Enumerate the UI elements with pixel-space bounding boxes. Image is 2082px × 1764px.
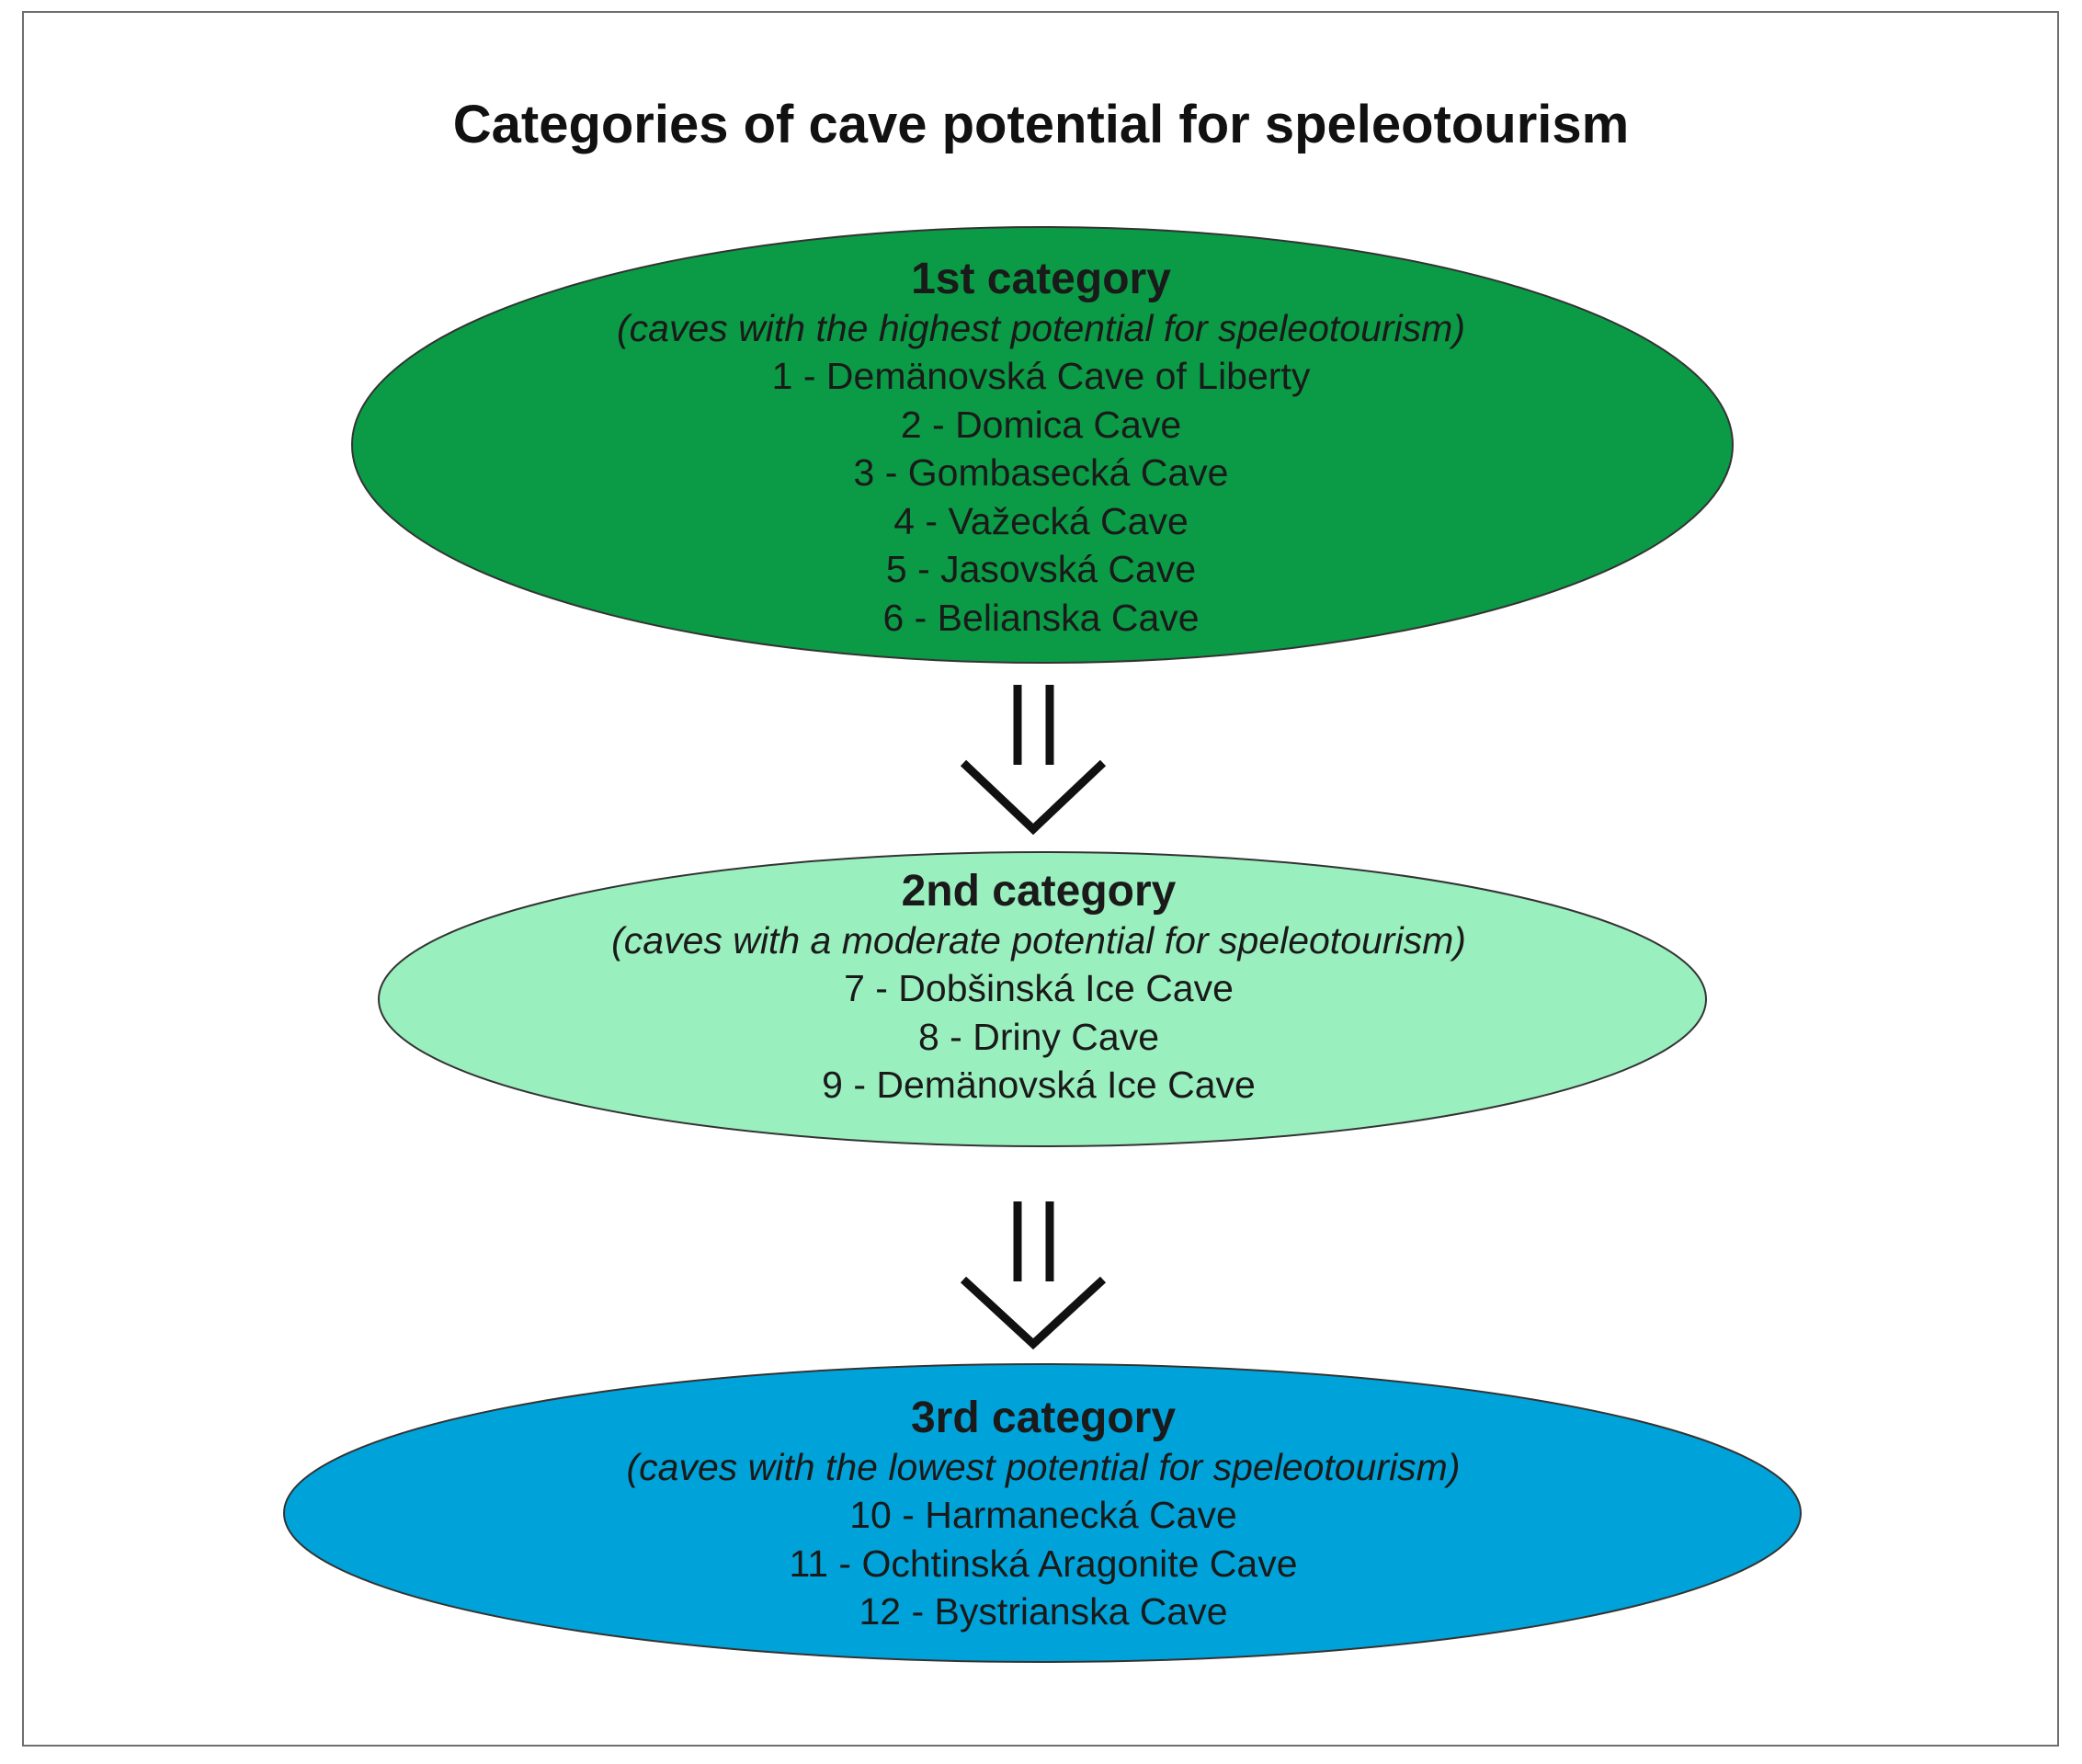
- cave-item: 3 - Gombasecká Cave: [853, 451, 1229, 494]
- down-arrow-icon: [960, 685, 1107, 836]
- cave-item: 12 - Bystrianska Cave: [859, 1590, 1228, 1633]
- category-3-ellipse: [283, 1363, 1802, 1663]
- cave-item: 4 - Važecká Cave: [893, 499, 1189, 542]
- cave-item: 7 - Dobšinská Ice Cave: [844, 967, 1234, 1009]
- category-2-ellipse: [378, 851, 1707, 1147]
- diagram-title: Categories of cave potential for speleot…: [452, 95, 1630, 154]
- category-1-content: 1st category (caves with the highest pot…: [349, 255, 1733, 642]
- category-3-content: 3rd category (caves with the lowest pote…: [285, 1394, 1802, 1636]
- category-3-title: 3rd category: [910, 1394, 1177, 1442]
- category-3-description: (caves with the lowest potential for spe…: [626, 1446, 1461, 1488]
- category-1-title: 1st category: [911, 255, 1171, 303]
- category-1-description: (caves with the highest potential for sp…: [617, 307, 1465, 349]
- category-2-description: (caves with a moderate potential for spe…: [611, 919, 1466, 962]
- category-1-ellipse: [351, 226, 1734, 664]
- cave-item: 6 - Belianska Cave: [882, 596, 1200, 639]
- arrow-head: [960, 1276, 1107, 1350]
- cave-item: 2 - Domica Cave: [900, 403, 1182, 446]
- down-arrow-icon: [960, 1201, 1107, 1350]
- cave-item: 10 - Harmanecká Cave: [849, 1494, 1237, 1536]
- cave-item: 9 - Demänovská Ice Cave: [822, 1064, 1256, 1106]
- category-2-content: 2nd category (caves with a moderate pote…: [377, 867, 1701, 1110]
- cave-item: 5 - Jasovská Cave: [885, 548, 1197, 590]
- category-2-title: 2nd category: [901, 867, 1177, 916]
- cave-item: 8 - Driny Cave: [917, 1015, 1159, 1058]
- arrow-head: [960, 759, 1107, 836]
- cave-item: 1 - Demänovská Cave of Liberty: [771, 355, 1311, 397]
- cave-item: 11 - Ochtinská Aragonite Cave: [789, 1542, 1298, 1585]
